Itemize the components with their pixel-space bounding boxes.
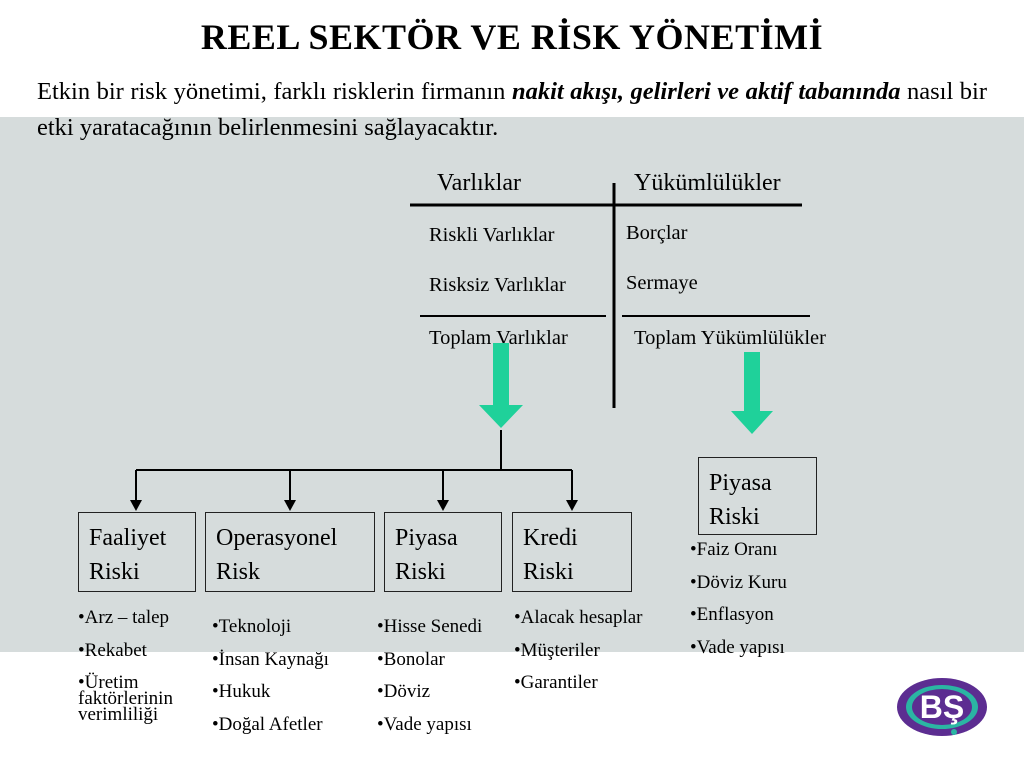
total-liabilities: Toplam Yükümlülükler [634, 327, 826, 349]
market-risk-list: •Hisse Senedi •Bonolar •Döviz •Vade yapı… [377, 611, 482, 741]
list-item: •Arz – talep [78, 607, 170, 628]
page-title: REEL SEKTÖR VE RİSK YÖNETİMİ [200, 17, 824, 57]
operational-risk-box: Operasyonel Risk [205, 512, 375, 592]
total-assets: Toplam Varlıklar [429, 327, 568, 349]
list-item: •İnsan Kaynağı [212, 648, 329, 670]
operating-risk-line1: Faaliyet [89, 525, 167, 551]
intro-text-2: nasıl bir etki yaratacağının belirlenmes… [37, 78, 988, 141]
risky-assets: Riskli Varlıklar [429, 224, 555, 246]
market-risk-box: Piyasa Riski [384, 512, 502, 592]
list-item: •Teknoloji [212, 616, 292, 637]
credit-risk-box: Kredi Riski [512, 512, 632, 592]
operational-risk-list: •Teknoloji •İnsan Kaynağı •Hukuk •Doğal … [212, 611, 329, 741]
intro-text-1: Etkin bir risk yönetimi, farklı riskleri… [37, 78, 512, 105]
list-item: •Üretim faktörlerinin verimliliği [78, 672, 173, 725]
market-risk-right-list: •Faiz Oranı •Döviz Kuru •Enflasyon •Vade… [690, 534, 787, 664]
equity: Sermaye [626, 272, 698, 294]
market-risk-right-line1: Piyasa [709, 470, 772, 496]
list-item: •Vade yapısı [377, 713, 472, 735]
credit-risk-line1: Kredi [523, 525, 578, 551]
market-risk-line1: Piyasa [395, 525, 458, 551]
market-risk-line2: Riski [395, 559, 446, 585]
operating-risk-box: Faaliyet Riski [78, 512, 196, 592]
down-arrow-assets-icon [479, 343, 523, 428]
list-item: •Enflasyon [690, 604, 774, 625]
riskless-assets: Risksiz Varlıklar [429, 274, 566, 296]
assets-header: Varlıklar [437, 170, 521, 196]
list-item: •Döviz Kuru [690, 571, 787, 593]
operational-risk-line1: Operasyonel [216, 525, 338, 551]
debts: Borçlar [626, 222, 688, 244]
operating-risk-line2: Riski [89, 559, 140, 585]
list-item: •Hisse Senedi [377, 616, 483, 637]
liabilities-header: Yükümlülükler [634, 170, 781, 196]
list-item: •Alacak hesaplar [514, 607, 643, 628]
list-item: •Doğal Afetler [212, 713, 323, 735]
credit-risk-list: •Alacak hesaplar •Müşteriler •Garantiler [514, 602, 643, 700]
list-item: •Bonolar [377, 648, 445, 670]
intro-emphasis: nakit akışı, gelirleri ve aktif tabanınd… [511, 78, 901, 105]
logo-text: BŞ [920, 689, 964, 725]
credit-risk-line2: Riski [523, 559, 574, 585]
operational-risk-line2: Risk [216, 559, 261, 585]
list-item: •Döviz [377, 681, 431, 702]
down-arrow-liabilities-icon [731, 352, 773, 434]
market-risk-right-line2: Riski [709, 504, 760, 530]
bs-logo-icon: BŞ [897, 678, 987, 736]
list-item: •Garantiler [514, 672, 598, 693]
list-item: •Vade yapısı [690, 636, 785, 658]
list-item: •Hukuk [212, 681, 271, 702]
list-item: •Rekabet [78, 639, 147, 661]
intro-paragraph: Etkin bir risk yönetimi, farklı riskleri… [37, 74, 987, 146]
list-item: •Faiz Oranı [690, 539, 778, 560]
list-item: •Müşteriler [514, 639, 600, 661]
operating-risk-list: •Arz – talep •Rekabet •Üretim faktörleri… [78, 602, 196, 725]
market-risk-right-box: Piyasa Riski [698, 457, 817, 535]
